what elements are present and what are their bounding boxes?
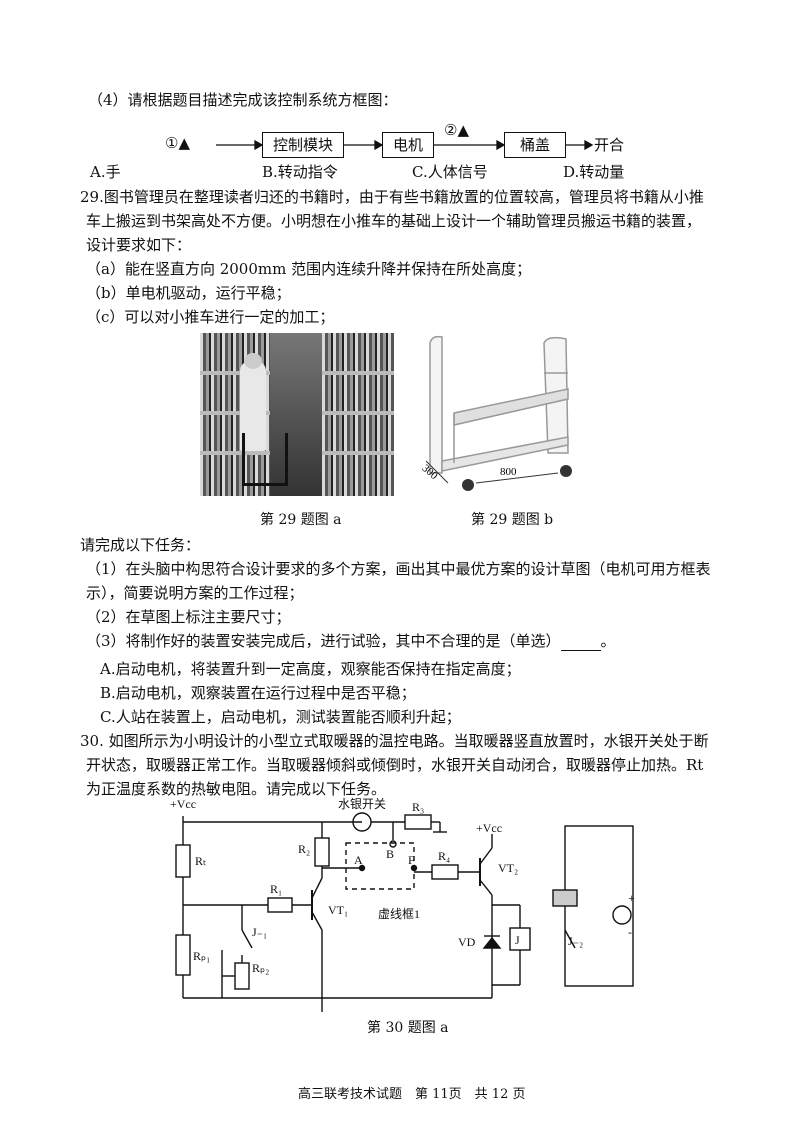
r4-label: R₄ xyxy=(438,849,450,863)
option-a: A.手 xyxy=(90,163,121,181)
tasks-title: 请完成以下任务： xyxy=(80,536,201,554)
vcc-label-1: +Vcc xyxy=(170,797,196,811)
dashed-box-label: 虚线框1 xyxy=(378,907,420,921)
blank-2: ②▲ xyxy=(444,121,469,139)
task3-text: （3）将制作好的装置安装完成后，进行试验，其中不合理的是（单选） xyxy=(86,632,561,650)
fig29a-caption: 第 29 题图 a xyxy=(260,512,342,528)
library-photo xyxy=(200,333,394,496)
box-lid: 桶盖 xyxy=(504,132,566,158)
r2-label: R₂ xyxy=(298,842,310,856)
q29-req-b: （b）单电机驱动，运行平稳； xyxy=(86,284,291,302)
q29-intro-1: 29.图书管理员在整理读者归还的书籍时，由于有些书籍放置的位置较高，管理员将书籍… xyxy=(80,188,704,206)
q29-opt-b: B.启动电机，观察装置在运行过程中是否平稳； xyxy=(100,684,416,702)
minus-label: - xyxy=(628,925,632,939)
plus-label: + xyxy=(628,891,635,905)
node-a-label: A xyxy=(354,853,363,867)
vt1-label: VT₁ xyxy=(328,903,348,917)
blank-1: ①▲ xyxy=(165,134,190,152)
cart-drawing: 800 300 xyxy=(419,335,572,491)
rp1-label: Rₚ₁ xyxy=(193,949,210,963)
option-c: C.人体信号 xyxy=(412,163,488,181)
task3-end: 。 xyxy=(600,632,616,650)
output-label: 开合 xyxy=(594,136,625,154)
task2: （2）在草图上标注主要尺寸； xyxy=(86,608,291,626)
q30-intro-3: 为正温度系数的热敏电阻。请完成以下任务。 xyxy=(86,780,387,798)
r4-resistor xyxy=(431,864,459,880)
vt2-label: VT₂ xyxy=(498,861,518,875)
r3-label: R₃ xyxy=(412,800,424,814)
rp1-resistor xyxy=(175,934,191,976)
r2-resistor xyxy=(314,837,330,867)
r1-resistor xyxy=(267,897,293,913)
power-source xyxy=(612,905,632,925)
r3-resistor xyxy=(404,814,432,830)
dim-width: 800 xyxy=(500,466,517,478)
rt-resistor xyxy=(175,844,191,878)
node-f-label: F xyxy=(408,853,415,867)
vcc-label-2: +Vcc xyxy=(476,821,502,835)
task1-line2: 示），简要说明方案的工作过程； xyxy=(86,584,304,602)
q30-intro-2: 开状态，取暖器正常工作。当取暖器倾斜或倾倒时，水银开关自动闭合，取暖器停止加热。… xyxy=(86,756,704,774)
mercury-switch-label: 水银开关 xyxy=(338,797,386,811)
j2-label: J₋₂ xyxy=(568,934,583,948)
q29-opt-c: C.人站在装置上，启动电机，测试装置能否顺利升起； xyxy=(100,708,461,726)
q29-opt-a: A.启动电机，将装置升到一定高度，观察能否保持在指定高度； xyxy=(100,660,521,678)
fig29b-caption: 第 29 题图 b xyxy=(471,512,554,528)
rp2-resistor xyxy=(234,962,250,990)
q29-intro-2: 车上搬运到书架高处不方便。小明想在小推车的基础上设计一个辅助管理员搬运书籍的装置… xyxy=(86,212,702,230)
q29-intro-3: 设计要求如下： xyxy=(86,236,192,254)
task3: （3）将制作好的装置安装完成后，进行试验，其中不合理的是（单选） 。 xyxy=(86,631,616,651)
q29-req-c: （c）可以对小推车进行一定的加工； xyxy=(86,308,335,326)
option-d: D.转动量 xyxy=(563,163,625,181)
heater-element xyxy=(552,889,578,907)
answer-blank[interactable] xyxy=(560,650,601,651)
r1-label: R₁ xyxy=(270,882,282,896)
q30-intro-1: 30. 如图所示为小明设计的小型立式取暖器的温控电路。当取暖器竖直放置时，水银开… xyxy=(80,732,709,750)
fig30a-caption: 第 30 题图 a xyxy=(367,1020,449,1036)
j1-label: J₋₁ xyxy=(252,925,267,939)
box-motor: 电机 xyxy=(382,132,434,158)
relay-label: J xyxy=(515,933,520,947)
box-control-module: 控制模块 xyxy=(262,132,344,158)
q29-req-a: （a）能在竖直方向 2000mm 范围内连续升降并保持在所处高度； xyxy=(86,260,532,278)
relay-coil xyxy=(509,927,531,951)
diagram-arrows xyxy=(216,139,594,151)
rt-label: Rₜ xyxy=(195,854,207,868)
vd-label: VD xyxy=(458,935,476,949)
q28-4-prompt: （4）请根据题目描述完成该控制系统方框图： xyxy=(88,91,398,109)
node-b-label: B xyxy=(386,847,394,861)
option-b: B.转动指令 xyxy=(262,163,338,181)
page-footer: 高三联考技术试题 第 11页 共 12 页 xyxy=(298,1087,526,1102)
rp2-label: Rₚ₂ xyxy=(252,961,269,975)
task1-line1: （1）在头脑中构思符合设计要求的多个方案，画出其中最优方案的设计草图（电机可用方… xyxy=(86,560,711,578)
